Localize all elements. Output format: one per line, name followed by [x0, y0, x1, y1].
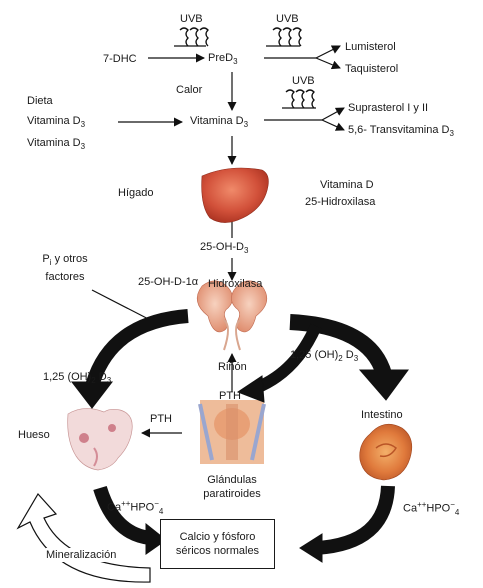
label-pred3: PreD3 [208, 52, 238, 67]
label-dieta: Dieta [27, 95, 53, 107]
label-mineralizacion: Mineralización [46, 548, 117, 562]
label-intestino: Intestino [361, 409, 403, 421]
label-125-oh2-d3-left: 1,25 (OH)2 D3 [43, 371, 112, 386]
label-taquisterol: Taquisterol [345, 63, 399, 75]
uvb-rays-1 [174, 27, 209, 47]
thick-arrow-intestine-to-kidney-area [253, 323, 322, 394]
label-vitamina-d3: Vitamina D3 [190, 115, 249, 130]
label-vitamina-d-enzyme: Vitamina D [320, 179, 374, 191]
label-25-oh-d-1alpha: 25-OH-D-1α [138, 276, 199, 288]
uvb-rays-2 [266, 27, 302, 47]
label-rinon: Riñón [218, 361, 247, 373]
label-ca-hpo4-right: Ca++HPO−4 [403, 500, 460, 517]
liver-image [201, 167, 269, 223]
thick-arrow-kidney-to-intestine [289, 314, 392, 377]
parathyroid-image [198, 400, 266, 464]
label-25-oh-d3: 25-OH-D3 [200, 240, 249, 259]
mineralization-arrow [16, 492, 151, 583]
thick-arrow-kidney-to-bone [85, 309, 189, 389]
uvb-label-2: UVB [276, 13, 299, 25]
kidney-image [196, 280, 268, 351]
label-vitamina-d3-diet-1: Vitamina D3 [27, 115, 86, 130]
label-7dhc: 7-DHC [103, 53, 137, 65]
box-line-1: Calcio y fósforo [179, 531, 256, 543]
label-higado: Hígado [118, 187, 154, 199]
label-vitamina-d3-diet-2: Vitamina D3 [27, 137, 86, 152]
label-ca-hpo4-left: Ca++HPO−4 [107, 499, 164, 516]
thick-arrow-bone-to-box [93, 485, 152, 545]
label-lumisterol: Lumisterol [345, 41, 396, 53]
label-calor: Calor [176, 84, 203, 96]
calcio-fosforo-box: Calcio y fósforo séricos normales [160, 519, 275, 569]
box-line-2: séricos normales [175, 545, 260, 557]
label-pth-left: PTH [150, 413, 172, 425]
label-suprasterol: Suprasterol I y II [348, 102, 429, 114]
label-transvitamina: 5,6- Transvitamina D3 [348, 124, 454, 139]
label-125-oh2-d3-right: 1,25 (OH)2 D3 [290, 349, 359, 364]
intestine-image [359, 423, 413, 481]
bone-image [67, 408, 133, 471]
label-pth-up: PTH [219, 390, 241, 402]
arrow-to-transvitamina [321, 119, 345, 131]
uvb-rays-3 [282, 89, 316, 109]
uvb-label-1: UVB [180, 13, 203, 25]
label-hidroxilasa: Hidroxilasa [208, 278, 263, 290]
thick-arrow-intestine-to-box [315, 485, 395, 555]
arrow-to-suprasterol [321, 107, 345, 121]
label-25-hidroxilasa: 25-Hidroxilasa [305, 196, 376, 208]
uvb-label-3: UVB [292, 75, 315, 87]
arrow-to-lumisterol [315, 45, 341, 59]
arrow-to-taquisterol [315, 57, 341, 70]
label-hueso: Hueso [18, 429, 50, 441]
